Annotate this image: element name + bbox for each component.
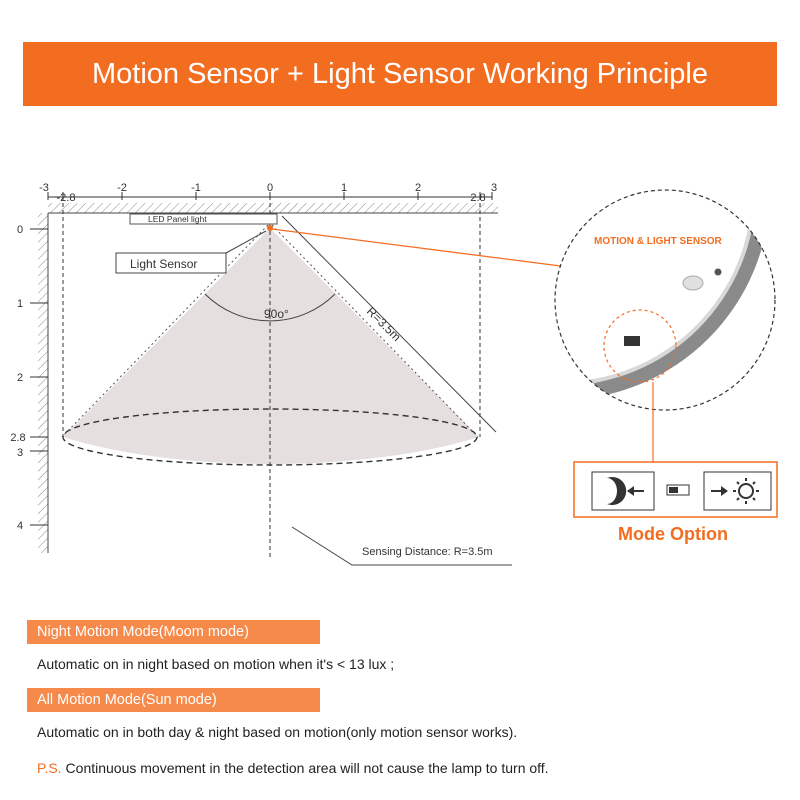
y-tick-label: 2.8 xyxy=(10,432,25,444)
arrow-left-icon xyxy=(627,486,634,496)
x-tick-label: 0 xyxy=(267,182,273,194)
note-text: Continuous movement in the detection are… xyxy=(65,760,549,776)
title-banner: Motion Sensor + Light Sensor Working Pri… xyxy=(23,42,777,106)
sensing-distance-leader xyxy=(291,526,512,566)
sensor-closeup xyxy=(555,190,775,410)
light-sensor-dot xyxy=(714,268,722,276)
led-panel-label: LED Panel light xyxy=(148,214,207,224)
night-mode-header: Night Motion Mode(Moom mode) xyxy=(27,620,320,644)
sun-mode-description: Automatic on in both day & night based o… xyxy=(37,724,518,740)
sensing-distance-label: Sensing Distance: R=3.5m xyxy=(362,546,493,558)
moon-icon xyxy=(607,477,627,505)
x-tick-label: -1 xyxy=(191,182,201,194)
mode-option-label: Mode Option xyxy=(618,524,728,544)
x-tick-marks xyxy=(47,192,493,200)
closeup-border xyxy=(554,189,776,411)
led-panel xyxy=(129,213,278,225)
detection-cone xyxy=(63,228,479,464)
note-label: P.S. xyxy=(37,760,62,776)
light-sensor-callout xyxy=(115,252,227,274)
sun-icon xyxy=(733,478,759,504)
x-tick-label: 2 xyxy=(415,182,421,194)
note: P.S. Continuous movement in the detectio… xyxy=(37,760,549,776)
y-tick-label: 2 xyxy=(17,372,23,384)
closeup-sensor-label: MOTION & LIGHT SENSOR xyxy=(594,236,723,247)
switch-highlight xyxy=(603,309,677,383)
arrow-right-icon xyxy=(721,486,728,496)
page-title: Motion Sensor + Light Sensor Working Pri… xyxy=(91,57,709,90)
x-tick-label: -3 xyxy=(39,182,49,194)
angle-label: 90o° xyxy=(264,307,289,321)
mode-switch xyxy=(624,336,640,346)
y-tick-label: 0 xyxy=(17,224,23,236)
sun-mode-header: All Motion Mode(Sun mode) xyxy=(27,688,320,712)
ceiling-hatch xyxy=(48,203,498,213)
y-tick-label: 3 xyxy=(17,447,23,459)
x-tick-label: 2.8 xyxy=(470,192,485,204)
radius-dimension xyxy=(281,215,497,433)
y-tick-label: 4 xyxy=(17,520,23,532)
sensor-point xyxy=(267,225,273,231)
cone-edge-right xyxy=(271,224,479,438)
x-tick-label: -2 xyxy=(117,182,127,194)
y-tick-marks xyxy=(30,228,48,526)
x-tick-label: -2.8 xyxy=(57,192,76,204)
x-tick-label: 1 xyxy=(341,182,347,194)
cone-edge-left xyxy=(61,224,269,438)
night-mode-description: Automatic on in night based on motion wh… xyxy=(37,656,395,672)
pir-lens xyxy=(682,275,704,291)
light-sensor-leader xyxy=(225,230,267,254)
angle-arc xyxy=(204,293,336,322)
light-sensor-label: Light Sensor xyxy=(130,257,197,271)
x-tick-label: 3 xyxy=(491,182,497,194)
wall-hatch xyxy=(38,213,48,553)
y-tick-label: 1 xyxy=(17,298,23,310)
